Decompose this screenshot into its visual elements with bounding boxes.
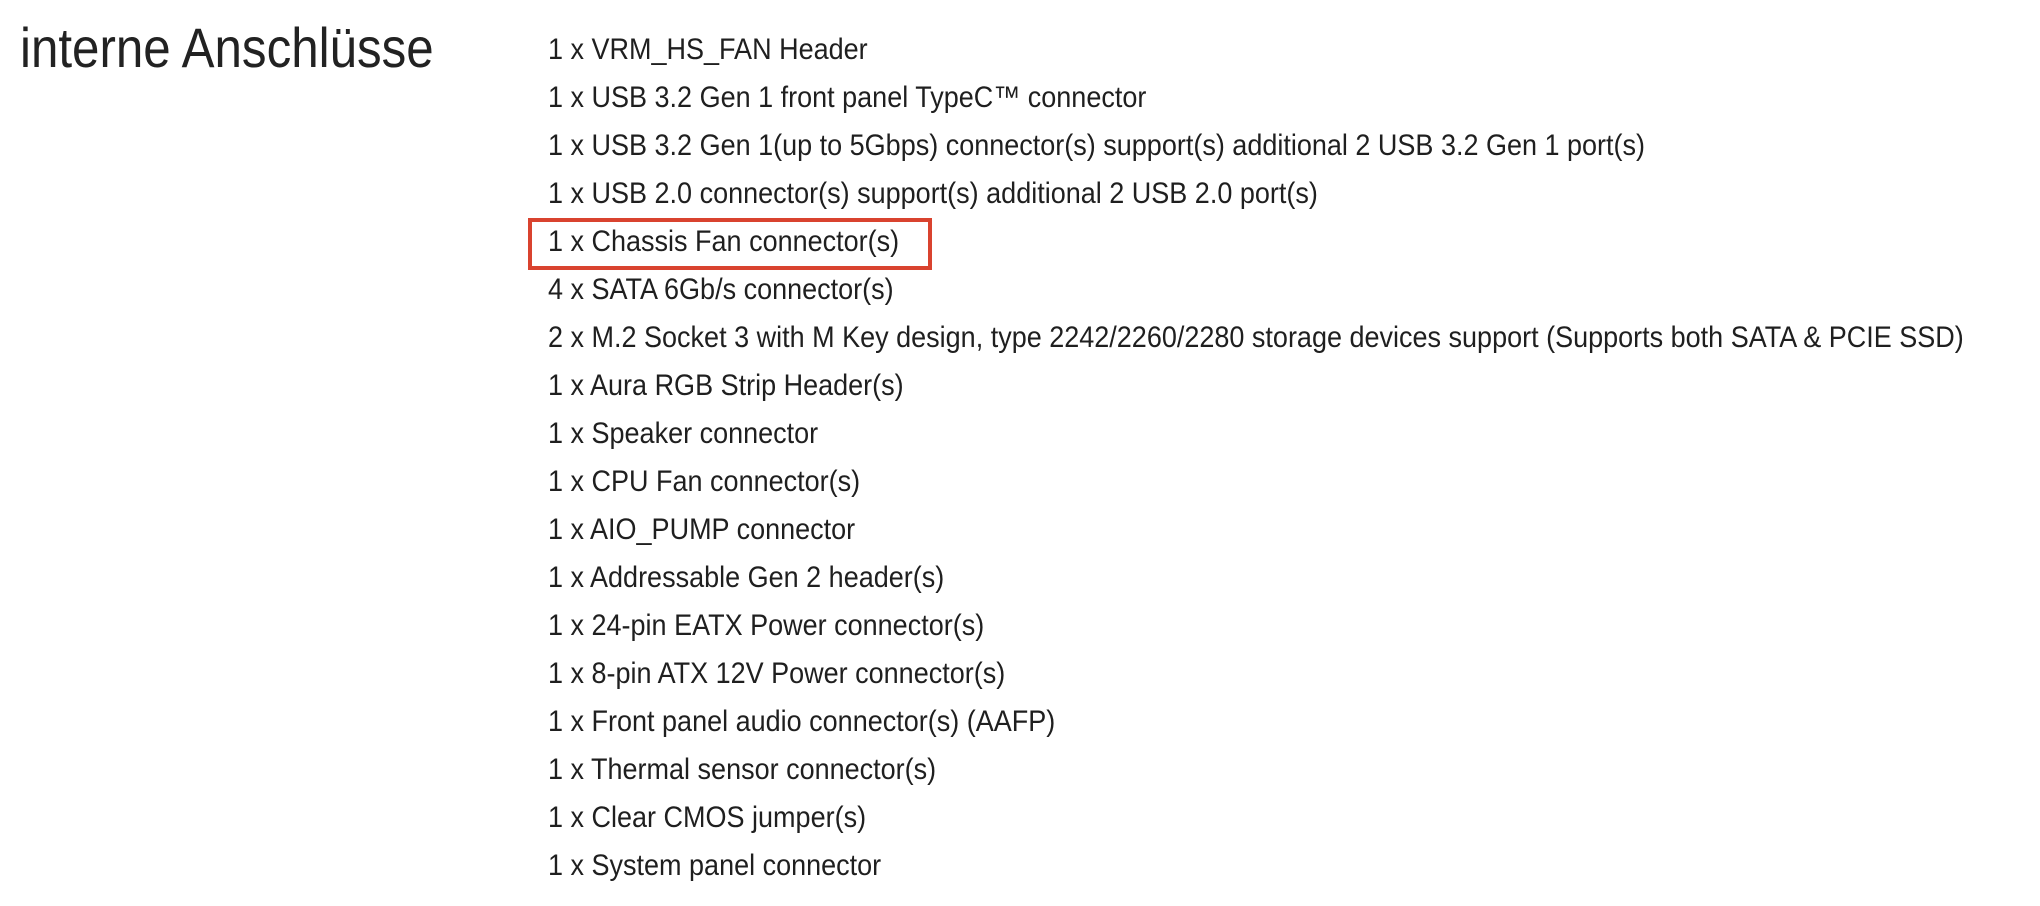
spec-item-vrm-hs-fan-header: 1 x VRM_HS_FAN Header	[548, 33, 868, 66]
spec-item-aio-pump: 1 x AIO_PUMP connector	[548, 513, 856, 546]
spec-item-m2-socket: 2 x M.2 Socket 3 with M Key design, type…	[548, 321, 1964, 354]
section-title: interne Anschlüsse	[20, 16, 434, 79]
spec-item-aura-rgb-header: 1 x Aura RGB Strip Header(s)	[548, 369, 904, 402]
spec-item-usb32-front-typec: 1 x USB 3.2 Gen 1 front panel TypeC™ con…	[548, 81, 1147, 114]
spec-item-system-panel: 1 x System panel connector	[548, 849, 882, 882]
spec-item-8pin-atx: 1 x 8-pin ATX 12V Power connector(s)	[548, 657, 1006, 690]
spec-item-sata: 4 x SATA 6Gb/s connector(s)	[548, 273, 894, 306]
spec-item-clear-cmos: 1 x Clear CMOS jumper(s)	[548, 801, 867, 834]
spec-item-speaker-connector: 1 x Speaker connector	[548, 417, 819, 450]
spec-item-usb32-connector: 1 x USB 3.2 Gen 1(up to 5Gbps) connector…	[548, 129, 1646, 162]
spec-item-cpu-fan: 1 x CPU Fan connector(s)	[548, 465, 861, 498]
spec-item-usb20-connector: 1 x USB 2.0 connector(s) support(s) addi…	[548, 177, 1318, 210]
spec-item-24pin-eatx: 1 x 24-pin EATX Power connector(s)	[548, 609, 985, 642]
spec-list: 1 x VRM_HS_FAN Header 1 x USB 3.2 Gen 1 …	[548, 26, 2040, 890]
spec-item-front-panel-audio: 1 x Front panel audio connector(s) (AAFP…	[548, 705, 1056, 738]
spec-item-chassis-fan: 1 x Chassis Fan connector(s)	[548, 225, 900, 258]
spec-item-thermal-sensor: 1 x Thermal sensor connector(s)	[548, 753, 937, 786]
spec-item-addressable-gen2: 1 x Addressable Gen 2 header(s)	[548, 561, 945, 594]
